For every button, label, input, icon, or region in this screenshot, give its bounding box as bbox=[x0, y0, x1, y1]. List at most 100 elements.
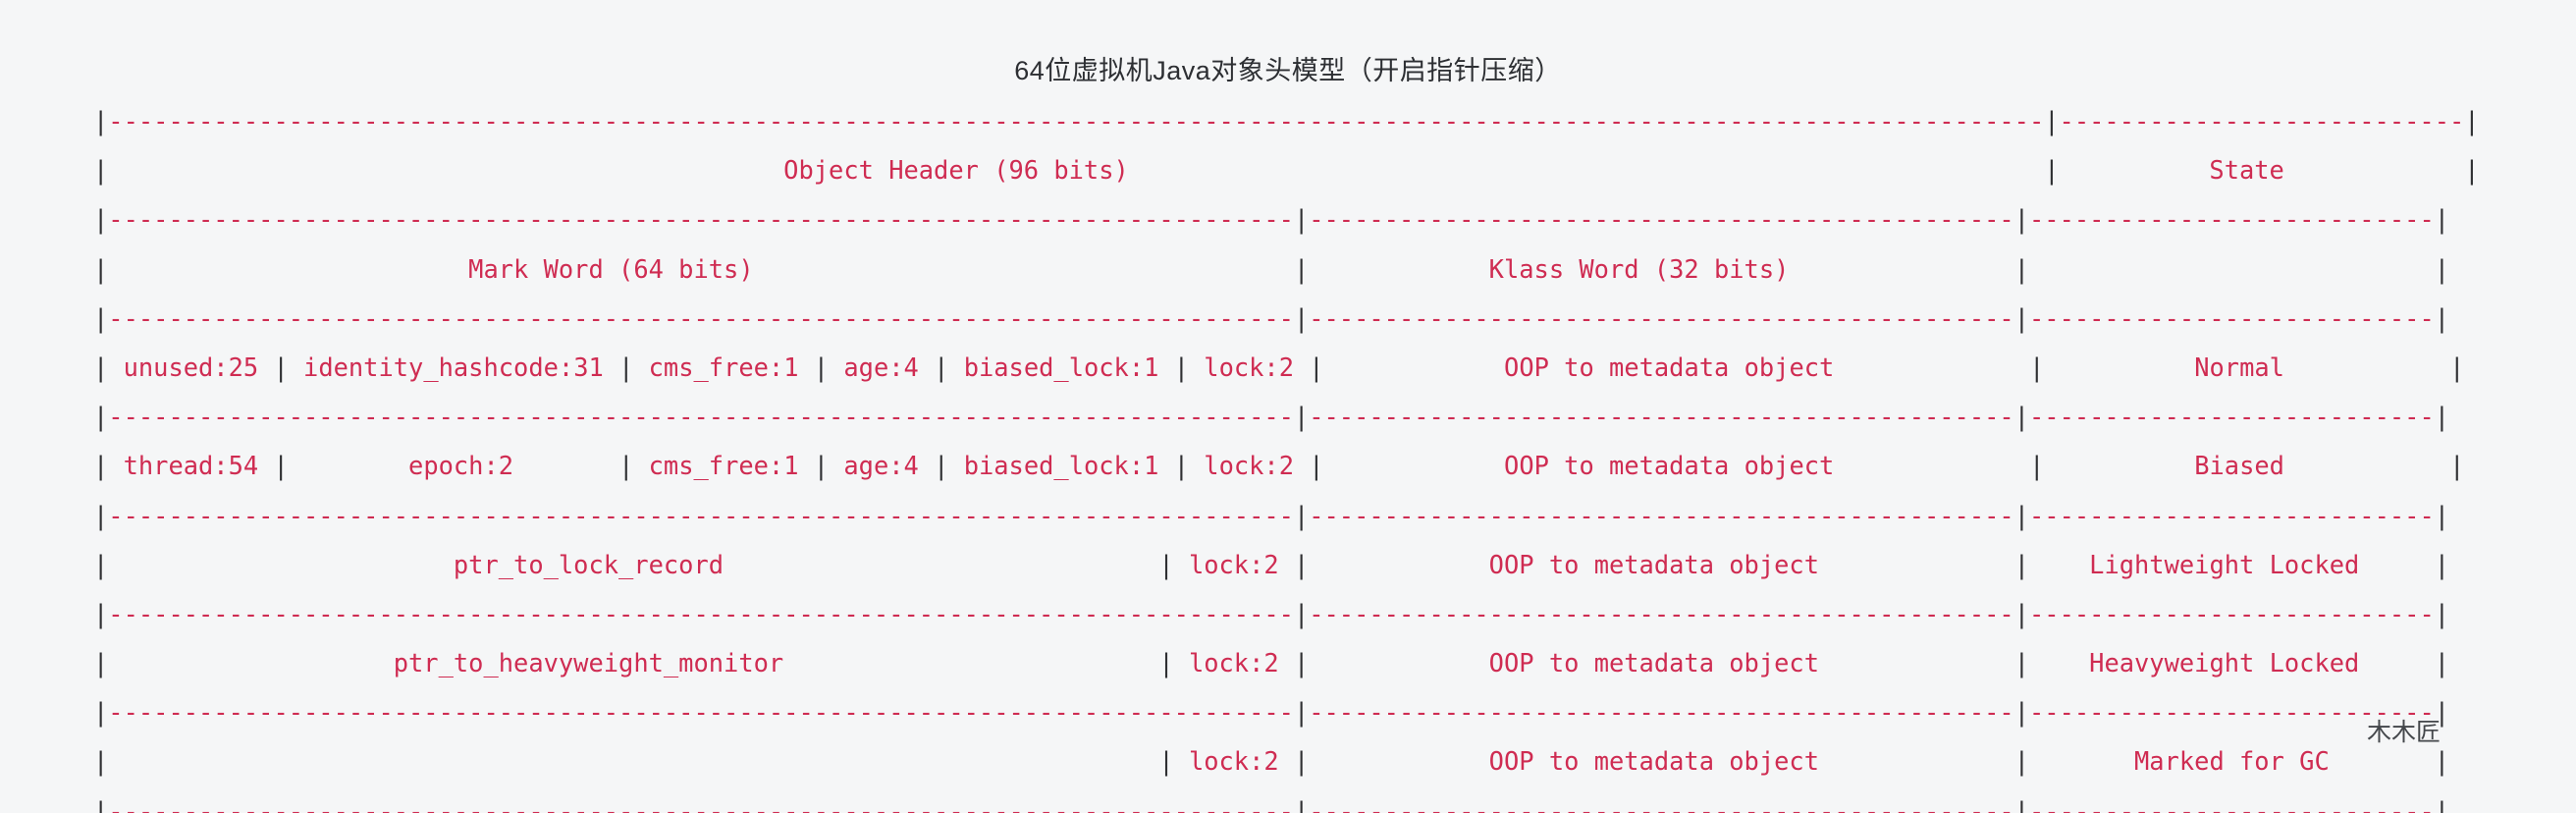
cell-divider: | bbox=[2434, 549, 2450, 579]
cell-divider: | bbox=[93, 549, 109, 579]
cell-divider: | bbox=[1309, 352, 1324, 382]
horizontal-rule-segment: ----------------------------------------… bbox=[1309, 402, 2014, 432]
cell-text: lock:2 bbox=[1189, 451, 1310, 481]
horizontal-rule-segment: ----------------------------------------… bbox=[108, 402, 1294, 432]
row-gc: | | lock:2 | OOP to metadata object | Ma… bbox=[93, 736, 2480, 786]
cell-divider: | bbox=[93, 648, 109, 678]
cell-divider: | bbox=[813, 352, 830, 382]
cell-divider: | bbox=[273, 352, 289, 382]
cell-divider: | bbox=[813, 451, 830, 481]
cell-divider: | bbox=[618, 451, 634, 481]
cell-text: cms_free:1 bbox=[633, 352, 814, 382]
cell-text: biased_lock:1 bbox=[948, 352, 1174, 382]
cell-text: ptr_to_heavyweight_monitor bbox=[108, 648, 1159, 678]
cell-divider: | bbox=[1293, 204, 1310, 235]
cell-text bbox=[108, 746, 1158, 776]
horizontal-rule-segment: ----------------------------------------… bbox=[1309, 204, 2014, 235]
cell-divider: | bbox=[1293, 795, 1310, 813]
cell-divider: | bbox=[93, 697, 109, 728]
cell-divider: | bbox=[2029, 451, 2045, 481]
cell-divider: | bbox=[2434, 746, 2450, 777]
horizontal-rule-segment: ----------------------------------------… bbox=[1309, 598, 2014, 628]
cell-divider: | bbox=[2044, 155, 2060, 186]
cell-divider: | bbox=[1293, 648, 1310, 678]
cell-text: Normal bbox=[2044, 352, 2450, 382]
cell-text: age:4 bbox=[829, 352, 935, 382]
cell-divider: | bbox=[93, 451, 109, 481]
row-biased: | thread:54 | epoch:2 | cms_free:1 | age… bbox=[93, 441, 2480, 490]
horizontal-rule-segment: ----------------------------------------… bbox=[108, 795, 1294, 813]
horizontal-rule-segment: ----------------------------------------… bbox=[108, 302, 1294, 333]
page-title: 64位虚拟机Java对象头模型（开启指针压缩） bbox=[1014, 56, 1562, 85]
cell-text: Lightweight Locked bbox=[2029, 549, 2435, 579]
cell-divider: | bbox=[2434, 253, 2450, 284]
cell-divider: | bbox=[2044, 106, 2060, 136]
row-heavyweight: | ptr_to_heavyweight_monitor | lock:2 | … bbox=[93, 638, 2480, 687]
cell-divider: | bbox=[93, 253, 109, 284]
cell-text: State bbox=[2059, 155, 2465, 186]
cell-divider: | bbox=[2434, 795, 2450, 813]
cell-divider: | bbox=[2434, 648, 2450, 678]
cell-divider: | bbox=[2434, 598, 2450, 628]
horizontal-rule-segment: ----------------------------------------… bbox=[1309, 500, 2014, 530]
horizontal-rule-segment: --------------------------- bbox=[2029, 302, 2435, 333]
cell-divider: | bbox=[1293, 746, 1310, 777]
rule-2: |---------------------------------------… bbox=[93, 294, 2480, 343]
cell-text: identity_hashcode:31 bbox=[288, 352, 619, 382]
cell-divider: | bbox=[93, 598, 109, 628]
cell-divider: | bbox=[2434, 204, 2450, 235]
rule-4: |---------------------------------------… bbox=[93, 491, 2480, 540]
cell-divider: | bbox=[618, 352, 634, 382]
rule-3: |---------------------------------------… bbox=[93, 392, 2480, 441]
horizontal-rule-segment: --------------------------- bbox=[2029, 204, 2435, 235]
cell-divider: | bbox=[2013, 697, 2029, 728]
cell-divider: | bbox=[2434, 302, 2450, 333]
rule-top: |---------------------------------------… bbox=[93, 96, 2480, 145]
horizontal-rule-segment: ----------------------------------------… bbox=[108, 204, 1294, 235]
author-signature: 木木匠 bbox=[2366, 719, 2441, 746]
cell-divider: | bbox=[2013, 598, 2029, 628]
cell-divider: | bbox=[2449, 451, 2465, 481]
cell-text: OOP to metadata object bbox=[1323, 451, 2030, 481]
cell-text: Klass Word (32 bits) bbox=[1309, 253, 2014, 284]
cell-text bbox=[2029, 254, 2435, 284]
cell-divider: | bbox=[2013, 648, 2030, 678]
cell-text: biased_lock:1 bbox=[948, 451, 1174, 481]
cell-divider: | bbox=[93, 204, 109, 235]
row-normal: | unused:25 | identity_hashcode:31 | cms… bbox=[93, 343, 2480, 392]
cell-text: Heavyweight Locked bbox=[2029, 648, 2435, 678]
horizontal-rule-segment: ----------------------------------------… bbox=[108, 598, 1294, 628]
cell-divider: | bbox=[2449, 352, 2465, 382]
cell-divider: | bbox=[2029, 352, 2045, 382]
cell-divider: | bbox=[2013, 746, 2030, 777]
cell-text: cms_free:1 bbox=[633, 451, 814, 481]
horizontal-rule-segment: --------------------------- bbox=[2029, 500, 2435, 530]
cell-divider: | bbox=[93, 302, 109, 333]
row-words: | Mark Word (64 bits) | Klass Word (32 b… bbox=[93, 244, 2480, 294]
cell-divider: | bbox=[1293, 598, 1310, 628]
cell-text: lock:2 bbox=[1173, 549, 1294, 579]
cell-divider: | bbox=[1158, 648, 1174, 678]
cell-divider: | bbox=[2434, 402, 2450, 432]
rule-1: |---------------------------------------… bbox=[93, 194, 2480, 244]
horizontal-rule-segment: --------------------------- bbox=[2059, 106, 2465, 136]
cell-divider: | bbox=[1293, 253, 1310, 284]
horizontal-rule-segment: --------------------------- bbox=[2029, 795, 2435, 813]
horizontal-rule-segment: ----------------------------------------… bbox=[108, 697, 1294, 728]
cell-divider: | bbox=[2013, 302, 2029, 333]
cell-text: thread:54 bbox=[108, 451, 274, 481]
cell-divider: | bbox=[93, 795, 109, 813]
cell-divider: | bbox=[93, 402, 109, 432]
cell-text: OOP to metadata object bbox=[1309, 746, 2014, 777]
cell-divider: | bbox=[1173, 451, 1189, 481]
cell-text: unused:25 bbox=[108, 352, 274, 382]
cell-divider: | bbox=[2013, 204, 2029, 235]
cell-text: Object Header (96 bits) bbox=[108, 155, 2045, 186]
cell-divider: | bbox=[2013, 795, 2029, 813]
row-object-header: | Object Header (96 bits) | State | bbox=[93, 145, 2480, 194]
horizontal-rule-segment: ----------------------------------------… bbox=[108, 106, 2045, 136]
cell-divider: | bbox=[1293, 302, 1310, 333]
horizontal-rule-segment: ----------------------------------------… bbox=[1309, 302, 2014, 333]
cell-divider: | bbox=[93, 155, 109, 186]
